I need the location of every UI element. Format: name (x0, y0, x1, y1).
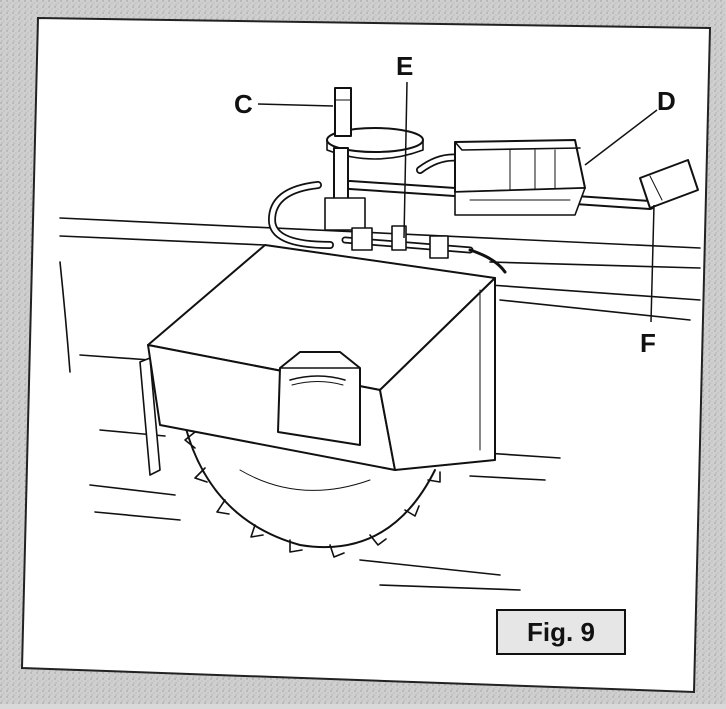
callout-d: D (584, 86, 676, 166)
front-housing (277, 351, 361, 446)
saw-blade (184, 424, 441, 558)
caption-box (496, 609, 626, 655)
hose-system (268, 153, 655, 249)
blade-guard (147, 244, 496, 471)
leader-line-d (584, 109, 658, 166)
callout-label-f: F (640, 328, 656, 358)
callout-label-c: C (234, 89, 253, 119)
figure-caption: Fig. 9 (496, 609, 626, 655)
leader-line-e (403, 81, 408, 239)
control-box-d (454, 139, 586, 216)
side-plate (139, 357, 161, 476)
leader-line-f (650, 204, 655, 323)
callout-f: F (640, 204, 656, 358)
handle-grip-f (639, 159, 699, 209)
callout-label-e: E (396, 51, 413, 81)
valve-assembly-e (341, 225, 507, 274)
callout-label-d: D (657, 86, 676, 116)
handwheel-c (324, 87, 424, 231)
callout-e: E (396, 51, 413, 239)
caption-text: Fig. 9 (527, 617, 595, 647)
drawing (59, 87, 701, 591)
callout-c: C (234, 89, 334, 119)
leader-line-c (257, 103, 334, 107)
